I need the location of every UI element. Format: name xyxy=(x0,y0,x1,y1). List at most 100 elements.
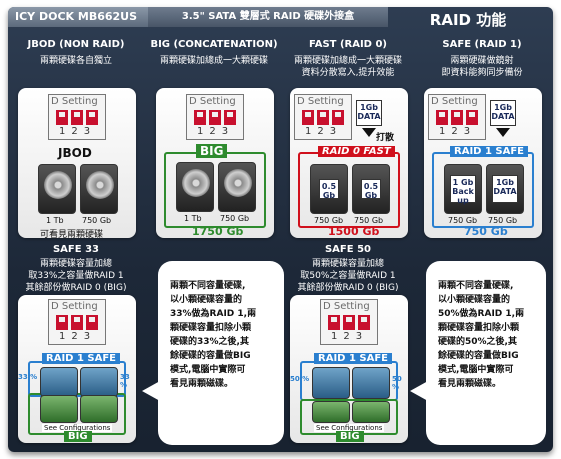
raid-infographic: ICY DOCK MB662US 3.5" SATA 雙層式 RAID 硬碟外接… xyxy=(8,7,553,452)
hdd-icon xyxy=(312,401,350,423)
safe33-desc-1: 兩顆硬碟容量加總 xyxy=(39,259,112,269)
safe-tag: RAID 1 SAFE xyxy=(450,146,528,157)
dip-switch: D Setting 123 xyxy=(48,94,106,140)
safe50-line: 看見兩顆磁碟。 xyxy=(438,379,502,389)
safe33-line: 顆硬碟容量扣除小顆 xyxy=(170,323,252,333)
arrow-down-icon xyxy=(362,128,376,137)
hdd-icon xyxy=(80,367,118,397)
hdd-icon xyxy=(38,164,76,214)
dip-switch: D Setting 123 xyxy=(186,94,244,140)
safe-card: D Setting 123 1Gb DATA RAID 1 SAFE 1 Gb … xyxy=(424,88,542,238)
fast-total: 1500 Gb xyxy=(328,225,380,238)
safe33-desc-2: 取33%之容量做RAID 1 xyxy=(28,271,124,281)
safe-desc-1: 兩顆硬碟做鏡射 xyxy=(450,56,514,66)
safe50-card: D Setting 123 RAID 1 SAFE 50 % 50 % See … xyxy=(290,295,408,443)
jbod-capacity-1: 1 Tb xyxy=(46,216,64,225)
dip-switch: D Setting 123 xyxy=(48,299,106,345)
hdd-icon: 1 Gb Back up xyxy=(444,164,482,214)
safe33-title: SAFE 33 xyxy=(52,244,99,255)
jbod-desc: 兩顆硬碟各自獨立 xyxy=(39,56,112,66)
safe50-line: 硬碟的50%之後,其 xyxy=(438,337,517,347)
fast-split-label: 打散 xyxy=(376,133,395,143)
fast-half-2: 0.5 Gb xyxy=(361,179,381,200)
hdd-icon xyxy=(312,367,350,399)
safe33-desc-3: 其餘部份做RAID 0 (BIG) xyxy=(25,283,127,293)
safe50-line: 以小顆硬碟容量的 xyxy=(438,295,511,305)
fast-capacity-2: 750 Gb xyxy=(354,216,384,225)
safe33-percent-left: 33 % xyxy=(18,373,38,381)
big-tag: BIG xyxy=(196,144,228,158)
big-total: 1750 Gb xyxy=(192,225,244,238)
hdd-icon: 0.5 Gb xyxy=(310,164,348,214)
fast-desc-1: 兩顆硬碟加總成一大顆硬碟 xyxy=(293,56,402,66)
dip-switch-label: D Setting xyxy=(431,96,478,107)
safe50-line: 兩顆不同容量硬碟, xyxy=(438,281,514,291)
dip-switch: D Setting 123 xyxy=(294,94,352,140)
hdd-icon xyxy=(352,367,390,399)
fast-tag: RAID 0 FAST xyxy=(318,146,395,157)
jbod-note: 可看見兩顆硬碟 xyxy=(40,230,104,240)
safe50-desc-2: 取50%之容量做RAID 1 xyxy=(300,271,396,281)
arrow-down-icon xyxy=(496,128,510,137)
dip-switch-label: D Setting xyxy=(297,96,344,107)
fast-capacity-1: 750 Gb xyxy=(314,216,344,225)
dip-switch: D Setting 123 xyxy=(320,299,378,345)
safe-capacity-1: 750 Gb xyxy=(448,216,478,225)
safe33-tag-bottom: BIG xyxy=(64,431,92,442)
safe33-line: 33%做為RAID 1,兩 xyxy=(170,309,257,319)
safe-backup-label: 1 Gb Back up xyxy=(450,175,476,205)
big-desc: 兩顆硬碟加總成一大顆硬碟 xyxy=(159,56,268,66)
safe50-title: SAFE 50 xyxy=(324,244,371,255)
safe50-explanation: 兩顆不同容量硬碟, 以小顆硬碟容量的 50%做為RAID 1,兩 顆硬碟容量扣除… xyxy=(410,261,546,445)
dip-switch-numbers: 123 xyxy=(59,331,97,342)
safe33-line: 硬碟的33%之後,其 xyxy=(170,337,249,347)
hdd-icon xyxy=(218,162,256,212)
safe33-card: D Setting 123 RAID 1 SAFE 33 % 33 % See … xyxy=(18,295,136,443)
fast-desc-2: 資料分散寫入,提升效能 xyxy=(301,68,395,78)
fast-card: D Setting 123 1Gb DATA 打散 RAID 0 FAST 0.… xyxy=(290,88,408,238)
safe-total: 750 Gb xyxy=(464,225,508,238)
page-title: RAID 功能 xyxy=(429,11,507,29)
safe-desc-2: 即資料能夠同步備份 xyxy=(441,68,523,78)
safe50-line: 餘硬碟的容量做BIG xyxy=(438,351,519,361)
dip-switch-numbers: 123 xyxy=(59,126,97,137)
dip-switch-label: D Setting xyxy=(51,301,98,312)
safe50-line: 50%做為RAID 1,兩 xyxy=(438,309,525,319)
dip-switch-numbers: 123 xyxy=(439,126,477,137)
safe-title: SAFE (RAID 1) xyxy=(442,39,522,50)
model-name: ICY DOCK MB662US xyxy=(8,7,148,27)
safe50-desc-1: 兩顆硬碟容量加總 xyxy=(311,259,384,269)
jbod-capacity-2: 750 Gb xyxy=(82,216,112,225)
dip-switch-numbers: 123 xyxy=(305,126,343,137)
safe33-explanation: 兩顆不同容量硬碟, 以小顆硬碟容量的 33%做為RAID 1,兩 顆硬碟容量扣除… xyxy=(142,261,284,445)
safe-capacity-2: 750 Gb xyxy=(488,216,518,225)
hdd-icon xyxy=(40,367,78,397)
safe33-line: 餘硬碟的容量做BIG xyxy=(170,351,251,361)
jbod-title: JBOD (NON RAID) xyxy=(27,39,125,50)
fast-half-1: 0.5 Gb xyxy=(319,179,339,200)
safe33-percent-right: 33 % xyxy=(120,373,130,389)
hdd-icon xyxy=(40,395,78,423)
dip-switch: D Setting 123 xyxy=(428,94,486,140)
safe50-tag-top: RAID 1 SAFE xyxy=(314,353,392,364)
hdd-icon: 1Gb DATA xyxy=(486,164,524,214)
safe33-line: 以小顆硬碟容量的 xyxy=(170,295,243,305)
big-capacity-2: 750 Gb xyxy=(220,214,250,223)
safe33-line: 看見兩顆磁碟。 xyxy=(170,379,234,389)
big-title: BIG (CONCATENATION) xyxy=(150,39,278,50)
big-capacity-1: 1 Tb xyxy=(184,214,202,223)
safe33-line: 模式,電腦中實際可 xyxy=(170,365,246,375)
fast-data-label: 1Gb DATA xyxy=(356,100,382,126)
dip-switch-numbers: 123 xyxy=(197,126,235,137)
dip-switch-label: D Setting xyxy=(323,301,370,312)
dip-switch-label: D Setting xyxy=(189,96,236,107)
hdd-icon xyxy=(80,395,118,423)
safe50-percent-right: 50 % xyxy=(392,375,402,391)
safe-data-label: 1Gb DATA xyxy=(490,100,516,126)
safe50-tag-bottom: BIG xyxy=(336,431,364,442)
hdd-icon xyxy=(352,401,390,423)
dip-switch-numbers: 123 xyxy=(331,331,369,342)
safe33-tag-top: RAID 1 SAFE xyxy=(42,353,120,364)
hdd-icon: 0.5 Gb xyxy=(352,164,390,214)
dip-switch-label: D Setting xyxy=(51,96,98,107)
